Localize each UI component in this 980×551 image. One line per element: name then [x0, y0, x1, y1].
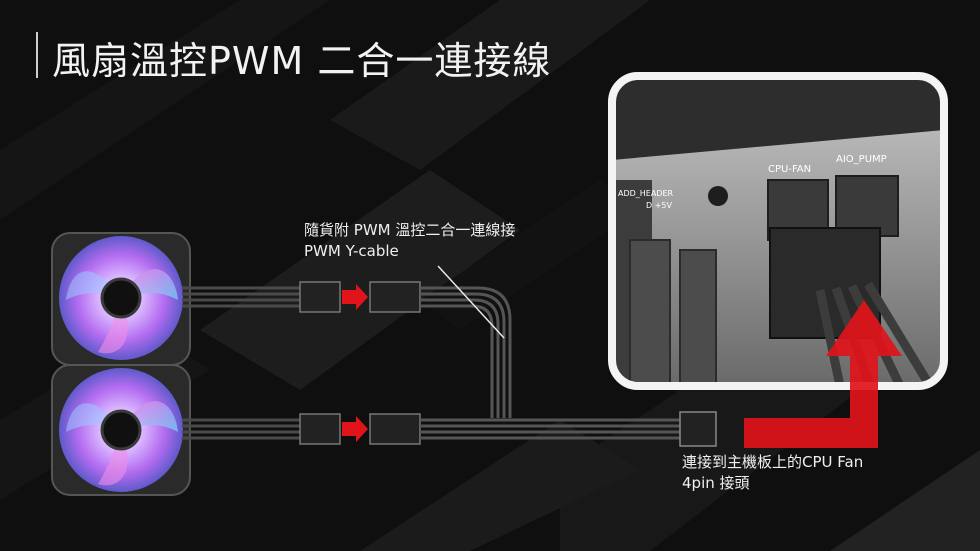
label-pointer-line — [437, 265, 505, 339]
y-cable-bottom-connector — [369, 413, 421, 445]
fan-top — [51, 232, 191, 366]
fan-bottom-cable — [182, 418, 302, 440]
fan-bottom-connector — [299, 413, 341, 445]
motherboard-inset: CPU-FAN AIO_PUMP ADD_HEADER D +5V — [608, 72, 948, 390]
inset-frame — [608, 72, 948, 390]
cpu-fan-label: CPU-FAN — [768, 164, 811, 175]
arrow-bottom-icon — [342, 416, 368, 442]
fan-top-cable — [182, 286, 302, 308]
y-cable-label-line1: 隨貨附 PWM 溫控二合一連線接 — [304, 221, 516, 239]
red-pointer-arrow-icon — [744, 300, 902, 448]
title-accent-bar — [36, 32, 38, 78]
page-title: 風扇溫控PWM 二合一連接線 — [52, 39, 552, 83]
fan-bottom — [51, 364, 191, 496]
y-cable-top-connector — [369, 281, 421, 313]
header-connector — [679, 411, 717, 447]
y-cable-label-line2: PWM Y-cable — [304, 242, 399, 260]
add-header-label: ADD_HEADER — [618, 189, 674, 198]
header-label-line1: 連接到主機板上的CPU Fan — [682, 453, 864, 471]
arrow-top-icon — [342, 284, 368, 310]
y-cable-label: 隨貨附 PWM 溫控二合一連線接 PWM Y-cable — [304, 220, 515, 262]
aio-pump-label: AIO_PUMP — [836, 154, 887, 165]
header-label: 連接到主機板上的CPU Fan 4pin 接頭 — [682, 452, 863, 494]
voltage-label: D +5V — [646, 201, 672, 210]
y-cable-bundle — [420, 286, 682, 440]
header-label-line2: 4pin 接頭 — [682, 474, 750, 492]
fan-top-connector — [299, 281, 341, 313]
